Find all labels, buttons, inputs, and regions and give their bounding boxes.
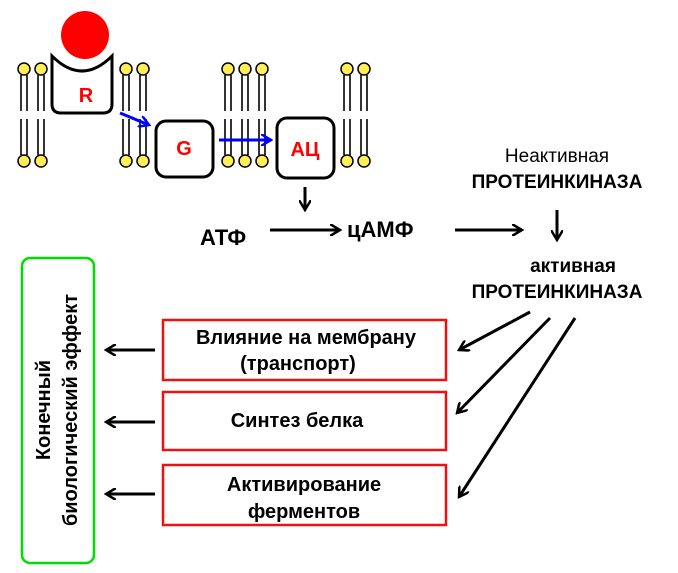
kinase-to-membrane-arrow: [459, 310, 531, 350]
lipid-head: [136, 62, 150, 76]
lipid-head: [340, 154, 354, 168]
effect-membrane-box: Влияние на мембрану (транспорт): [161, 318, 448, 382]
lipid-head: [119, 154, 133, 168]
inactive-kinase-line1: Неактивная: [505, 146, 609, 167]
lipid-head: [357, 62, 371, 76]
lipid-head: [34, 62, 48, 76]
lipid-head: [17, 154, 31, 168]
lipid-head: [221, 154, 235, 168]
lipid-head: [357, 154, 371, 168]
lipid-head: [340, 62, 354, 76]
effect-membrane-line1: Влияние на мембрану: [196, 327, 417, 349]
ligand: [61, 11, 109, 59]
camp-label: цАМФ: [347, 217, 414, 242]
effect-synthesis-box: Синтез белка: [161, 390, 448, 452]
g-protein-label: G: [176, 138, 192, 160]
effect-enzymes-line2: ферментов: [248, 501, 360, 523]
lipid-head: [221, 62, 235, 76]
atp-label: АТФ: [200, 225, 246, 250]
receptor: R: [50, 52, 114, 115]
cell-membrane: [17, 62, 371, 168]
lipid-head: [255, 154, 269, 168]
final-effect-line1: Конечный: [33, 360, 55, 460]
active-kinase-line2: ПРОТЕИНКИНАЗА: [472, 282, 643, 303]
lipid-head: [238, 154, 252, 168]
lipid-head: [34, 154, 48, 168]
adenylate-cyclase: АЦ: [275, 116, 336, 180]
lipid-head: [255, 62, 269, 76]
effect-membrane-line2: (транспорт): [240, 353, 356, 375]
effect-enzymes-box: Активирование ферментов: [161, 463, 448, 527]
lipid-head: [119, 62, 133, 76]
active-kinase-line1: активная: [530, 256, 616, 277]
lipid-head: [238, 62, 252, 76]
final-effect-line2: биологический эффект: [60, 294, 82, 526]
kinase-to-synthesis-arrow: [457, 316, 552, 413]
kinase-to-enzymes-arrow: [459, 317, 577, 497]
inactive-kinase-line2: ПРОТЕИНКИНАЗА: [472, 172, 643, 193]
final-effect-box: Конечный биологический эффект: [20, 256, 96, 565]
adenylate-cyclase-label: АЦ: [290, 139, 319, 161]
receptor-label: R: [79, 85, 94, 107]
effect-enzymes-line1: Активирование: [227, 474, 381, 496]
lipid-head: [136, 154, 150, 168]
receptor-to-g-arrow: [119, 111, 149, 125]
g-protein: G: [154, 119, 215, 179]
effect-synthesis-label: Синтез белка: [231, 410, 364, 432]
lipid-head: [17, 62, 31, 76]
